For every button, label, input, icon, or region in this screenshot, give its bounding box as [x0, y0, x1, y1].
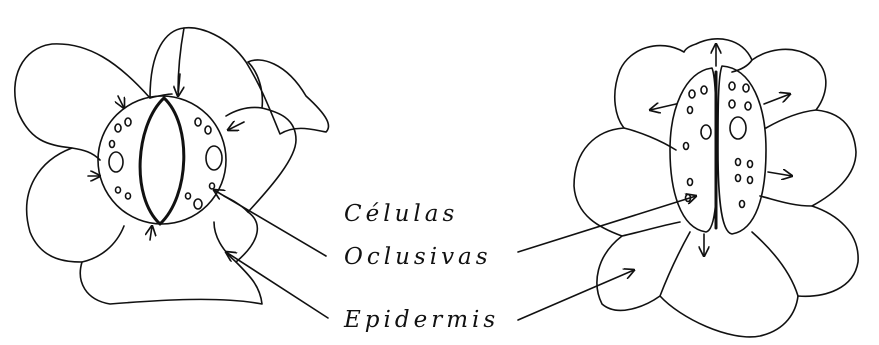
left-chloroplasts: [109, 118, 222, 209]
pointer-epidermis-left: [226, 252, 328, 318]
label-epidermis: Epidermis: [343, 307, 499, 333]
pointer-epidermis-right: [518, 270, 634, 320]
left-epidermal-cells: [15, 28, 329, 304]
right-cell-divider-6: [766, 110, 816, 128]
right-cell-divider-3: [660, 232, 690, 296]
right-cell-divider-5: [760, 196, 812, 206]
left-cell-divider-5: [226, 107, 262, 116]
right-stoma: [574, 39, 858, 337]
right-cell-divider-4: [752, 232, 798, 296]
left-cell-divider-2: [82, 226, 124, 262]
label-guard-cells-line2: Oclusivas: [344, 244, 492, 270]
left-pore: [140, 98, 184, 224]
right-guard-cell-left: [670, 68, 717, 232]
pointer-guard-cells-left: [214, 190, 326, 256]
right-guard-cell-right: [718, 66, 766, 234]
label-guard-cells-line1: Células: [344, 201, 458, 227]
right-cell-divider-2: [622, 222, 680, 236]
left-stoma: [15, 28, 329, 304]
left-cell-divider-1: [72, 148, 100, 160]
right-cell-divider-1: [624, 128, 676, 150]
